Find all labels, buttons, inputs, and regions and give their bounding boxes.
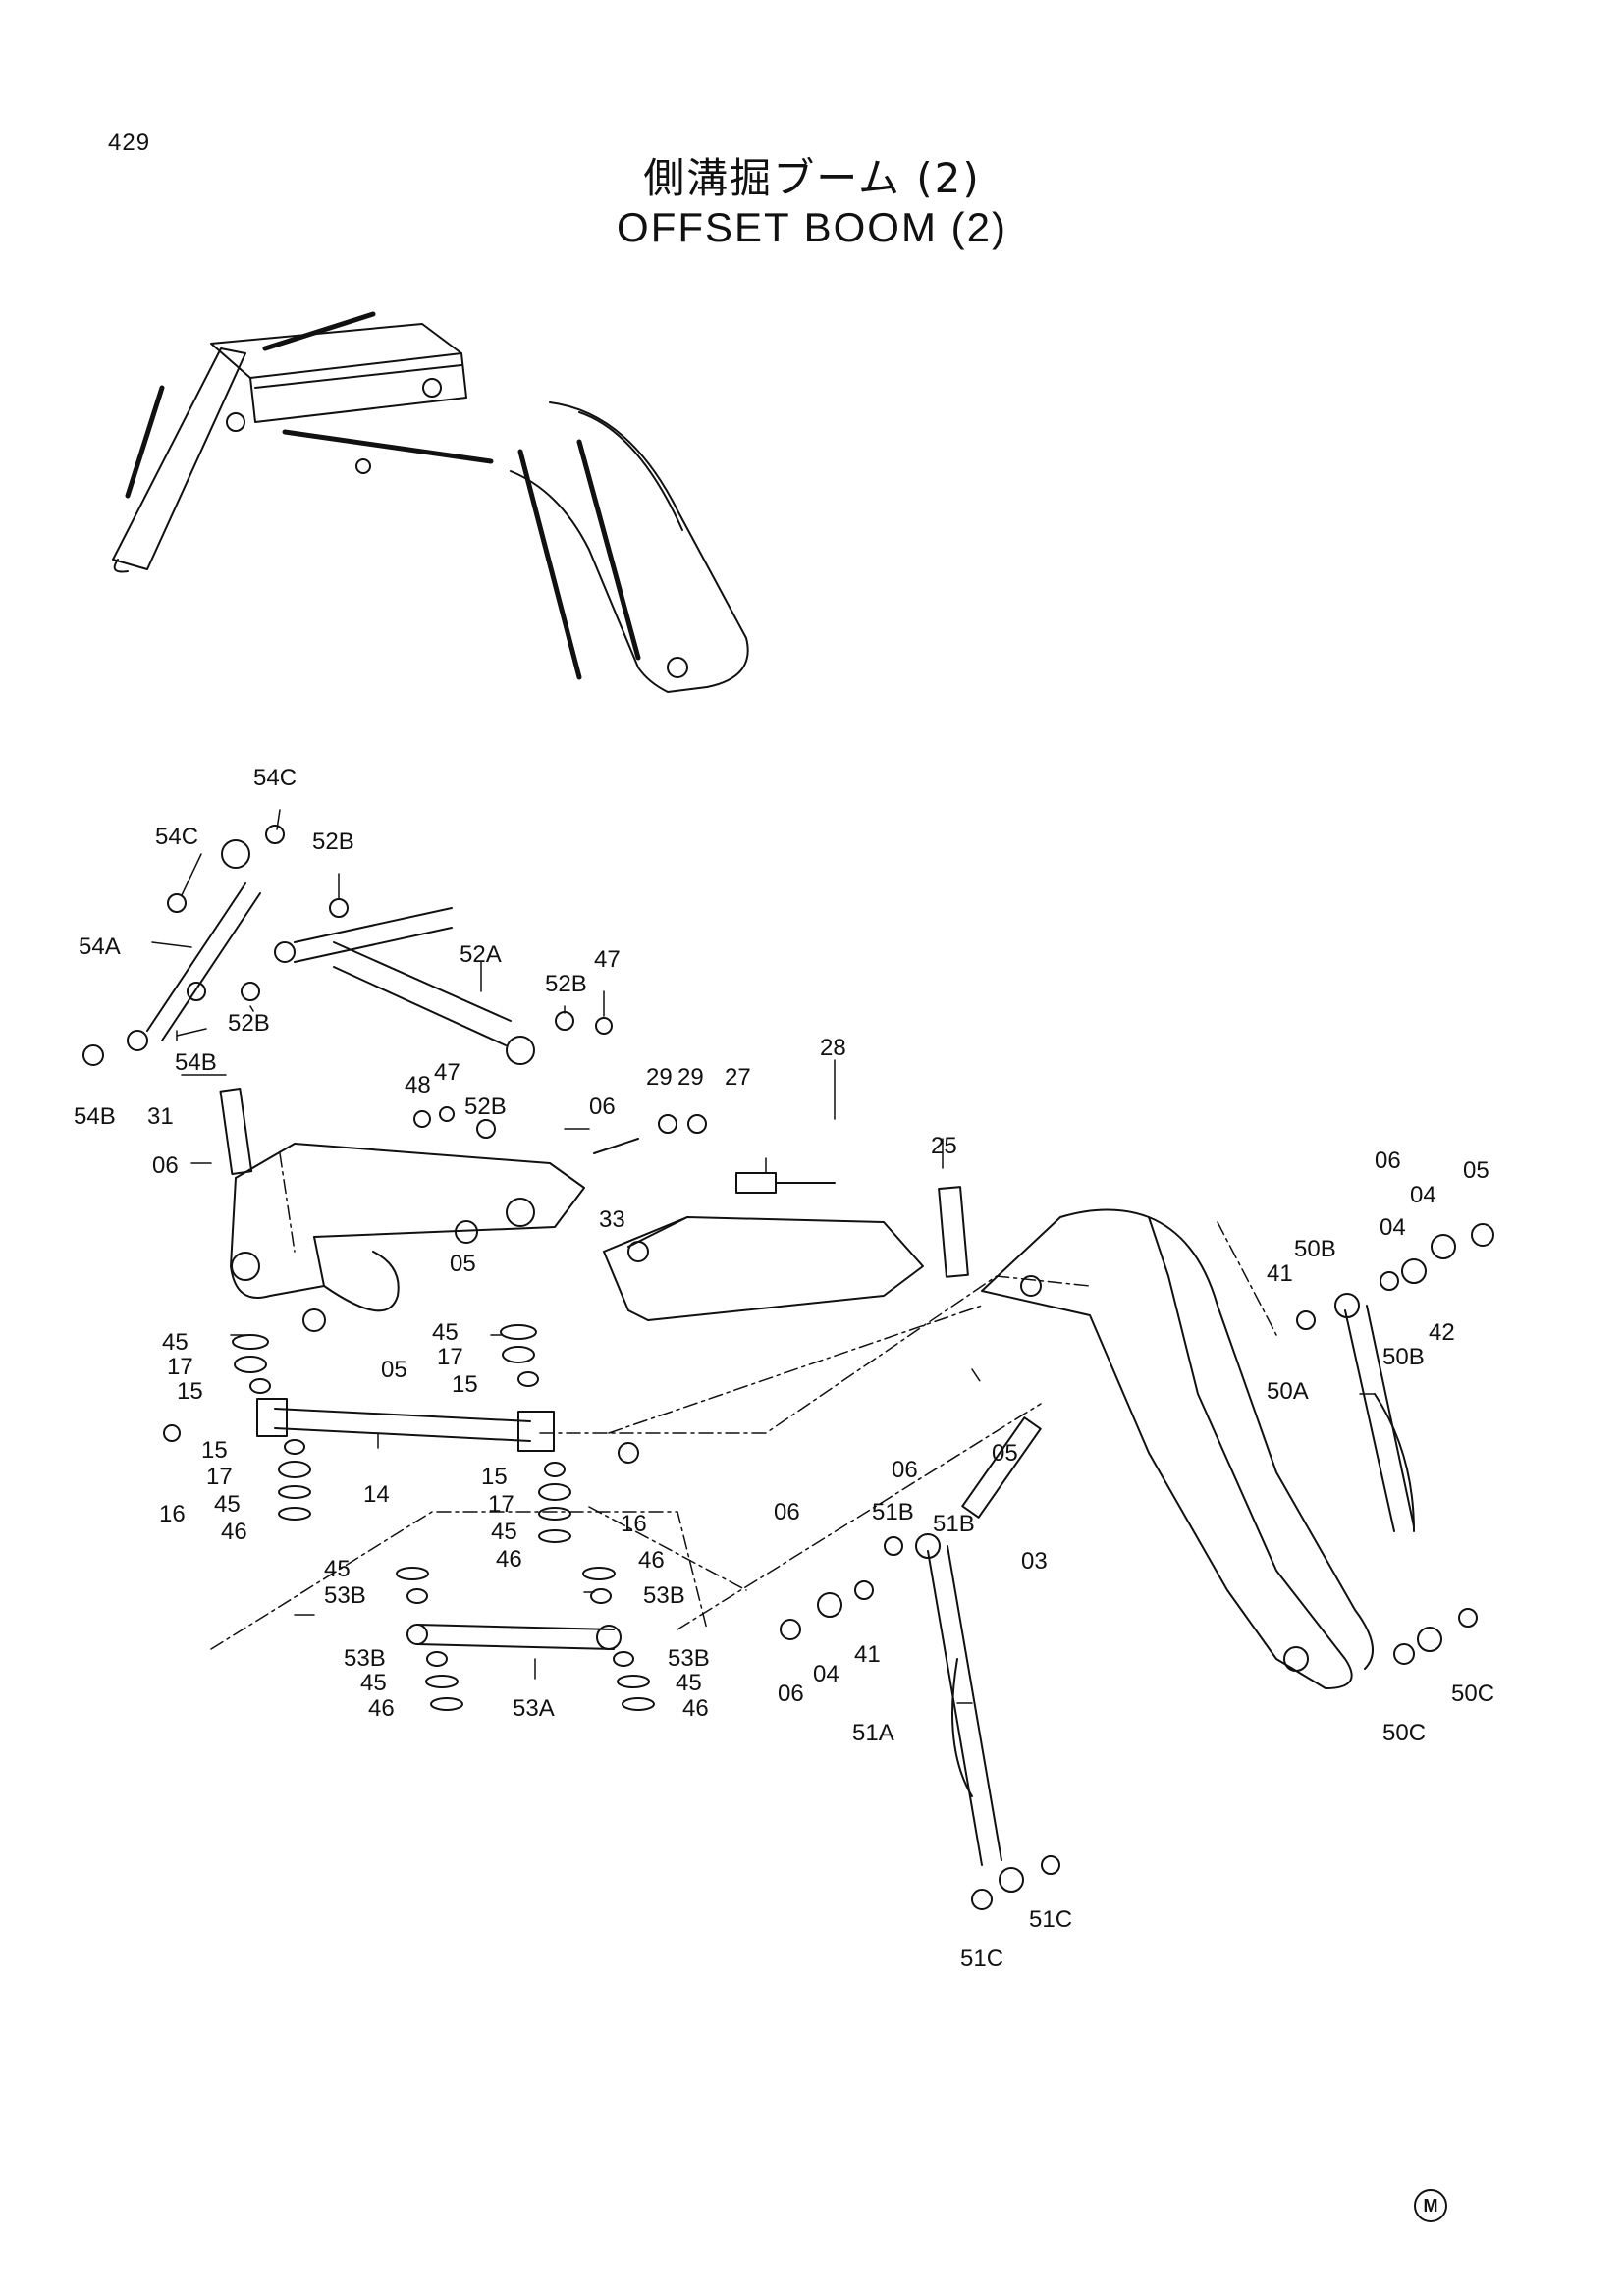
callout: 46 (496, 1546, 522, 1573)
callout: 47 (434, 1059, 460, 1086)
callout: 52A (460, 941, 502, 968)
link-53A (406, 1624, 622, 1650)
callout: 15 (201, 1437, 228, 1464)
overview-assembly-illustration (112, 311, 749, 693)
callout: 17 (167, 1354, 193, 1380)
callout: 45 (432, 1319, 459, 1346)
cylinder-52A (274, 907, 535, 1065)
callout: 04 (813, 1661, 839, 1687)
callout: 50A (1267, 1378, 1309, 1405)
callout: 54B (175, 1049, 217, 1076)
callout-labels: 54C 54C 52B 54A 52B 52A 52B 47 54B 54B 4… (74, 765, 1494, 1972)
callout: 17 (437, 1344, 463, 1370)
callout: 04 (1380, 1214, 1406, 1241)
callout: 50B (1382, 1344, 1425, 1370)
callout: 15 (452, 1371, 478, 1398)
callout: 42 (1429, 1319, 1455, 1346)
callout: 06 (152, 1152, 179, 1179)
callout: 33 (599, 1206, 625, 1233)
callout: 15 (481, 1464, 508, 1490)
small-parts (82, 825, 1494, 1910)
callout: 31 (147, 1103, 174, 1130)
boom-bracket-left (230, 1143, 585, 1312)
callout: 04 (1410, 1182, 1436, 1208)
callout: 52B (228, 1010, 270, 1037)
callout: 50C (1451, 1681, 1494, 1707)
callout: 53B (324, 1582, 366, 1609)
callout: 16 (621, 1511, 647, 1537)
callout: 05 (1463, 1157, 1489, 1184)
callout: 46 (638, 1547, 665, 1574)
callout: 52B (464, 1094, 507, 1120)
callout: 46 (682, 1695, 709, 1722)
callout: 28 (820, 1035, 846, 1061)
offset-boom-main (981, 1208, 1374, 1689)
page-number: 429 (108, 130, 151, 156)
callout: 54C (155, 824, 198, 850)
cylinder-54A (127, 839, 261, 1051)
callout: 29 (677, 1064, 704, 1091)
callout: 45 (162, 1329, 189, 1356)
cylinder-50A (1334, 1293, 1442, 1652)
callout: 06 (1375, 1148, 1401, 1174)
callout: 45 (491, 1519, 517, 1545)
page-title-english: OFFSET BOOM (2) (617, 204, 1007, 250)
callout: 29 (646, 1064, 673, 1091)
callout: 06 (774, 1499, 800, 1525)
callout: 50C (1382, 1720, 1426, 1746)
callout: 54C (253, 765, 297, 791)
callout: 51C (960, 1946, 1003, 1972)
callout: 41 (854, 1641, 881, 1668)
callout: 51B (872, 1499, 914, 1525)
callout: 54B (74, 1103, 116, 1130)
callout: 17 (488, 1491, 514, 1518)
callout: 05 (381, 1357, 407, 1383)
callout: 27 (725, 1064, 751, 1091)
callout: 51C (1029, 1906, 1072, 1933)
callout: 45 (214, 1491, 241, 1518)
manufacturer-mark: M (1414, 2189, 1447, 2222)
reference-lines (210, 1152, 1277, 1650)
callout: 14 (363, 1481, 390, 1508)
callout: 17 (206, 1464, 233, 1490)
callout: 41 (1267, 1260, 1293, 1287)
callout: 16 (159, 1501, 186, 1527)
callout: 51B (933, 1511, 975, 1537)
callout: 25 (931, 1133, 957, 1159)
callout: 46 (368, 1695, 395, 1722)
callout: 53B (668, 1645, 710, 1672)
callout: 47 (594, 946, 621, 973)
callout: 53B (344, 1645, 386, 1672)
callout: 05 (450, 1251, 476, 1277)
callout: 51A (852, 1720, 894, 1746)
callout: 03 (1021, 1548, 1048, 1575)
cylinder-51A (915, 1533, 1024, 1893)
callout: 15 (177, 1378, 203, 1405)
callout: 05 (992, 1440, 1018, 1467)
callout: 52B (545, 971, 587, 997)
pins (219, 1087, 1042, 1519)
callout: 06 (589, 1094, 616, 1120)
leader-lines (151, 809, 1376, 1704)
callout: 46 (221, 1519, 247, 1545)
callout: 45 (676, 1670, 702, 1696)
callout: 45 (360, 1670, 387, 1696)
callout: 06 (778, 1681, 804, 1707)
callout: 52B (312, 828, 354, 855)
boom-bracket-rear (603, 1216, 924, 1321)
callout: 54A (79, 934, 121, 960)
callout: 53B (643, 1582, 685, 1609)
callout: 50B (1294, 1236, 1336, 1262)
callout: 48 (405, 1072, 431, 1098)
callout: 53A (513, 1695, 555, 1722)
link-rod-14 (256, 1398, 555, 1452)
callout: 06 (892, 1457, 918, 1483)
callout: 45 (324, 1556, 351, 1582)
page-title-japanese: 側溝掘ブーム (2) (643, 154, 981, 202)
